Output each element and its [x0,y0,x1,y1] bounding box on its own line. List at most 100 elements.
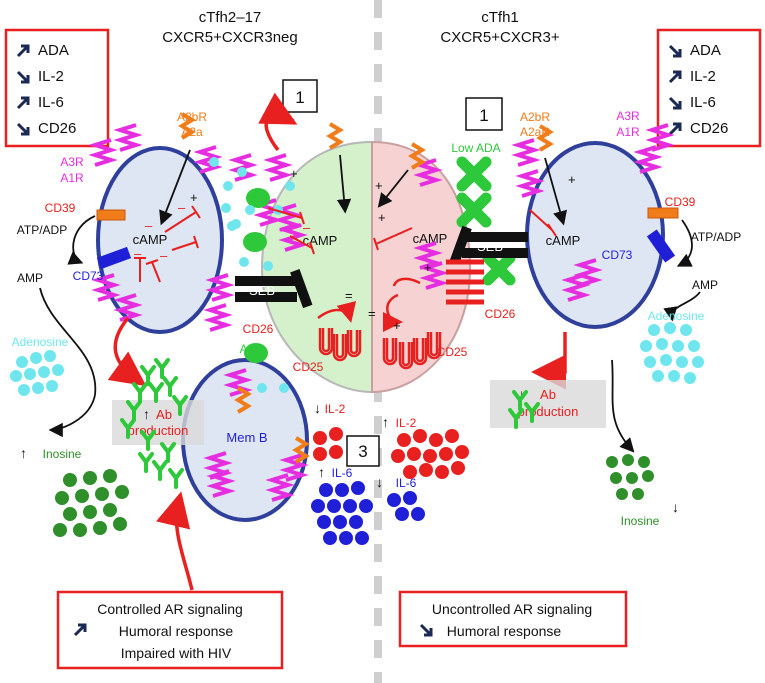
right-step-1: 1 [479,106,488,125]
arrow-up-right-icon [668,70,682,84]
left-a2a: A2a [181,125,203,139]
left-tfh-cell [260,140,373,394]
arrow-down-right-icon [16,70,30,84]
center-step-3: 3 [358,442,367,461]
svg-text:+: + [378,210,386,225]
svg-text:=: = [368,306,376,321]
left-amp-label: AMP [17,271,43,285]
left-step-1: 1 [295,88,304,107]
low-ada-crosses [456,156,516,286]
left-cd73-label: CD73 [73,269,104,283]
svg-text:+: + [424,260,432,275]
right-cd25-label: CD25 [437,345,468,359]
left-a3r: A3R [60,155,84,169]
arrow-down-right-icon [668,96,682,110]
right-summary-line2: Humoral response [447,623,562,639]
il2-right-arrow: ↑ [382,414,389,430]
arrow-up-right-icon [16,96,30,110]
right-a3r: A3R [616,109,640,123]
right-inosine-label: Inosine [621,514,660,528]
right-ab-production-box [490,380,606,428]
left-a1r: A1R [60,171,84,185]
left-atp-label: ATP/ADP [17,223,67,237]
left-production-label: production [128,423,189,438]
antibodies [120,358,540,489]
left-summary-box: Controlled AR signaling Humoral response… [56,590,284,670]
left-legend-label: IL-6 [38,94,64,111]
right-tfh-camp: cAMP [413,231,448,246]
right-ab-label: Ab [540,387,556,402]
il2-right-label: IL-2 [396,416,417,430]
left-summary-line2: Humoral response [119,623,234,639]
svg-text:–: – [134,246,142,261]
left-legend-label: CD26 [38,120,76,137]
left-cd73 [96,246,132,270]
left-summary-line3: Impaired with HIV [121,645,232,661]
adenosine-receptors [88,123,675,502]
right-cd73-label: CD73 [602,248,633,262]
arrow-down-right-icon [668,44,682,58]
right-summary-box: Uncontrolled AR signaling Humoral respon… [398,590,628,648]
svg-text:+: + [190,190,198,205]
right-a2bR: A2bR [520,110,550,124]
arrow-down-right-icon [16,122,30,136]
seb-right: SEB [450,225,528,263]
cd25-receptors [318,328,442,370]
right-cd73 [646,229,676,263]
cd26-right [446,259,484,305]
right-title-line1: cTfh1 [481,9,519,26]
right-title-line2: CXCR5+CXCR3+ [440,29,559,46]
left-ada-label: ADA [240,342,265,356]
right-cell-camp: cAMP [546,233,581,248]
right-cd39 [647,207,679,219]
arrow-up-right-icon [668,122,682,136]
left-summary-line1: Controlled AR signaling [97,601,243,617]
right-legend-label: IL-6 [690,94,716,111]
svg-text:=: = [345,288,353,303]
orange-receptors [178,112,554,464]
right-legend-label: ADA [690,42,721,59]
right-inosine-down: ↓ [672,499,679,515]
adenosine-molecules [209,157,295,393]
svg-text:SEB: SEB [477,239,503,254]
left-legend-label: ADA [38,42,69,59]
il2-left-label: IL-2 [325,402,346,416]
il6-right-arrow: ↓ [376,474,383,490]
il6-right-label: IL-6 [396,476,417,490]
sign-marks: +––––+–++++==+ [134,166,576,333]
ada-enzymes [243,188,270,363]
left-cd26-label: CD26 [243,322,274,336]
low-ada-label: Low ADA [451,141,500,155]
svg-text:+: + [290,166,298,181]
right-atp-label: ATP/ADP [691,230,741,244]
svg-text:–: – [145,218,153,233]
memory-b-label: Mem B [226,430,267,445]
right-ab-down: ↓ [518,386,525,402]
left-cd25-label: CD25 [293,360,324,374]
left-dendritic-cell [96,146,224,334]
svg-text:–: – [178,200,186,215]
left-cd39-label: CD39 [45,201,76,215]
il2-left-arrow: ↓ [314,400,321,416]
left-legend-label: IL-2 [38,68,64,85]
right-summary-line1: Uncontrolled AR signaling [432,601,592,617]
molecule-dots [10,322,704,545]
right-legend-label: CD26 [690,120,728,137]
right-cd39-label: CD39 [665,195,696,209]
right-legend-label: IL-2 [690,68,716,85]
inhibition-marks [134,205,557,283]
svg-text:+: + [375,178,383,193]
right-amp-label: AMP [692,278,718,292]
signaling-arrows [39,92,701,591]
svg-text:SEB: SEB [249,283,275,298]
right-a2aR: A2aR [520,125,550,139]
left-inosine-up: ↑ [20,445,27,461]
svg-text:–: – [160,248,168,263]
left-ab-label: Ab [156,407,172,422]
left-title-line2: CXCR5+CXCR3neg [162,29,297,46]
svg-text:+: + [568,172,576,187]
left-cd39 [96,209,126,221]
